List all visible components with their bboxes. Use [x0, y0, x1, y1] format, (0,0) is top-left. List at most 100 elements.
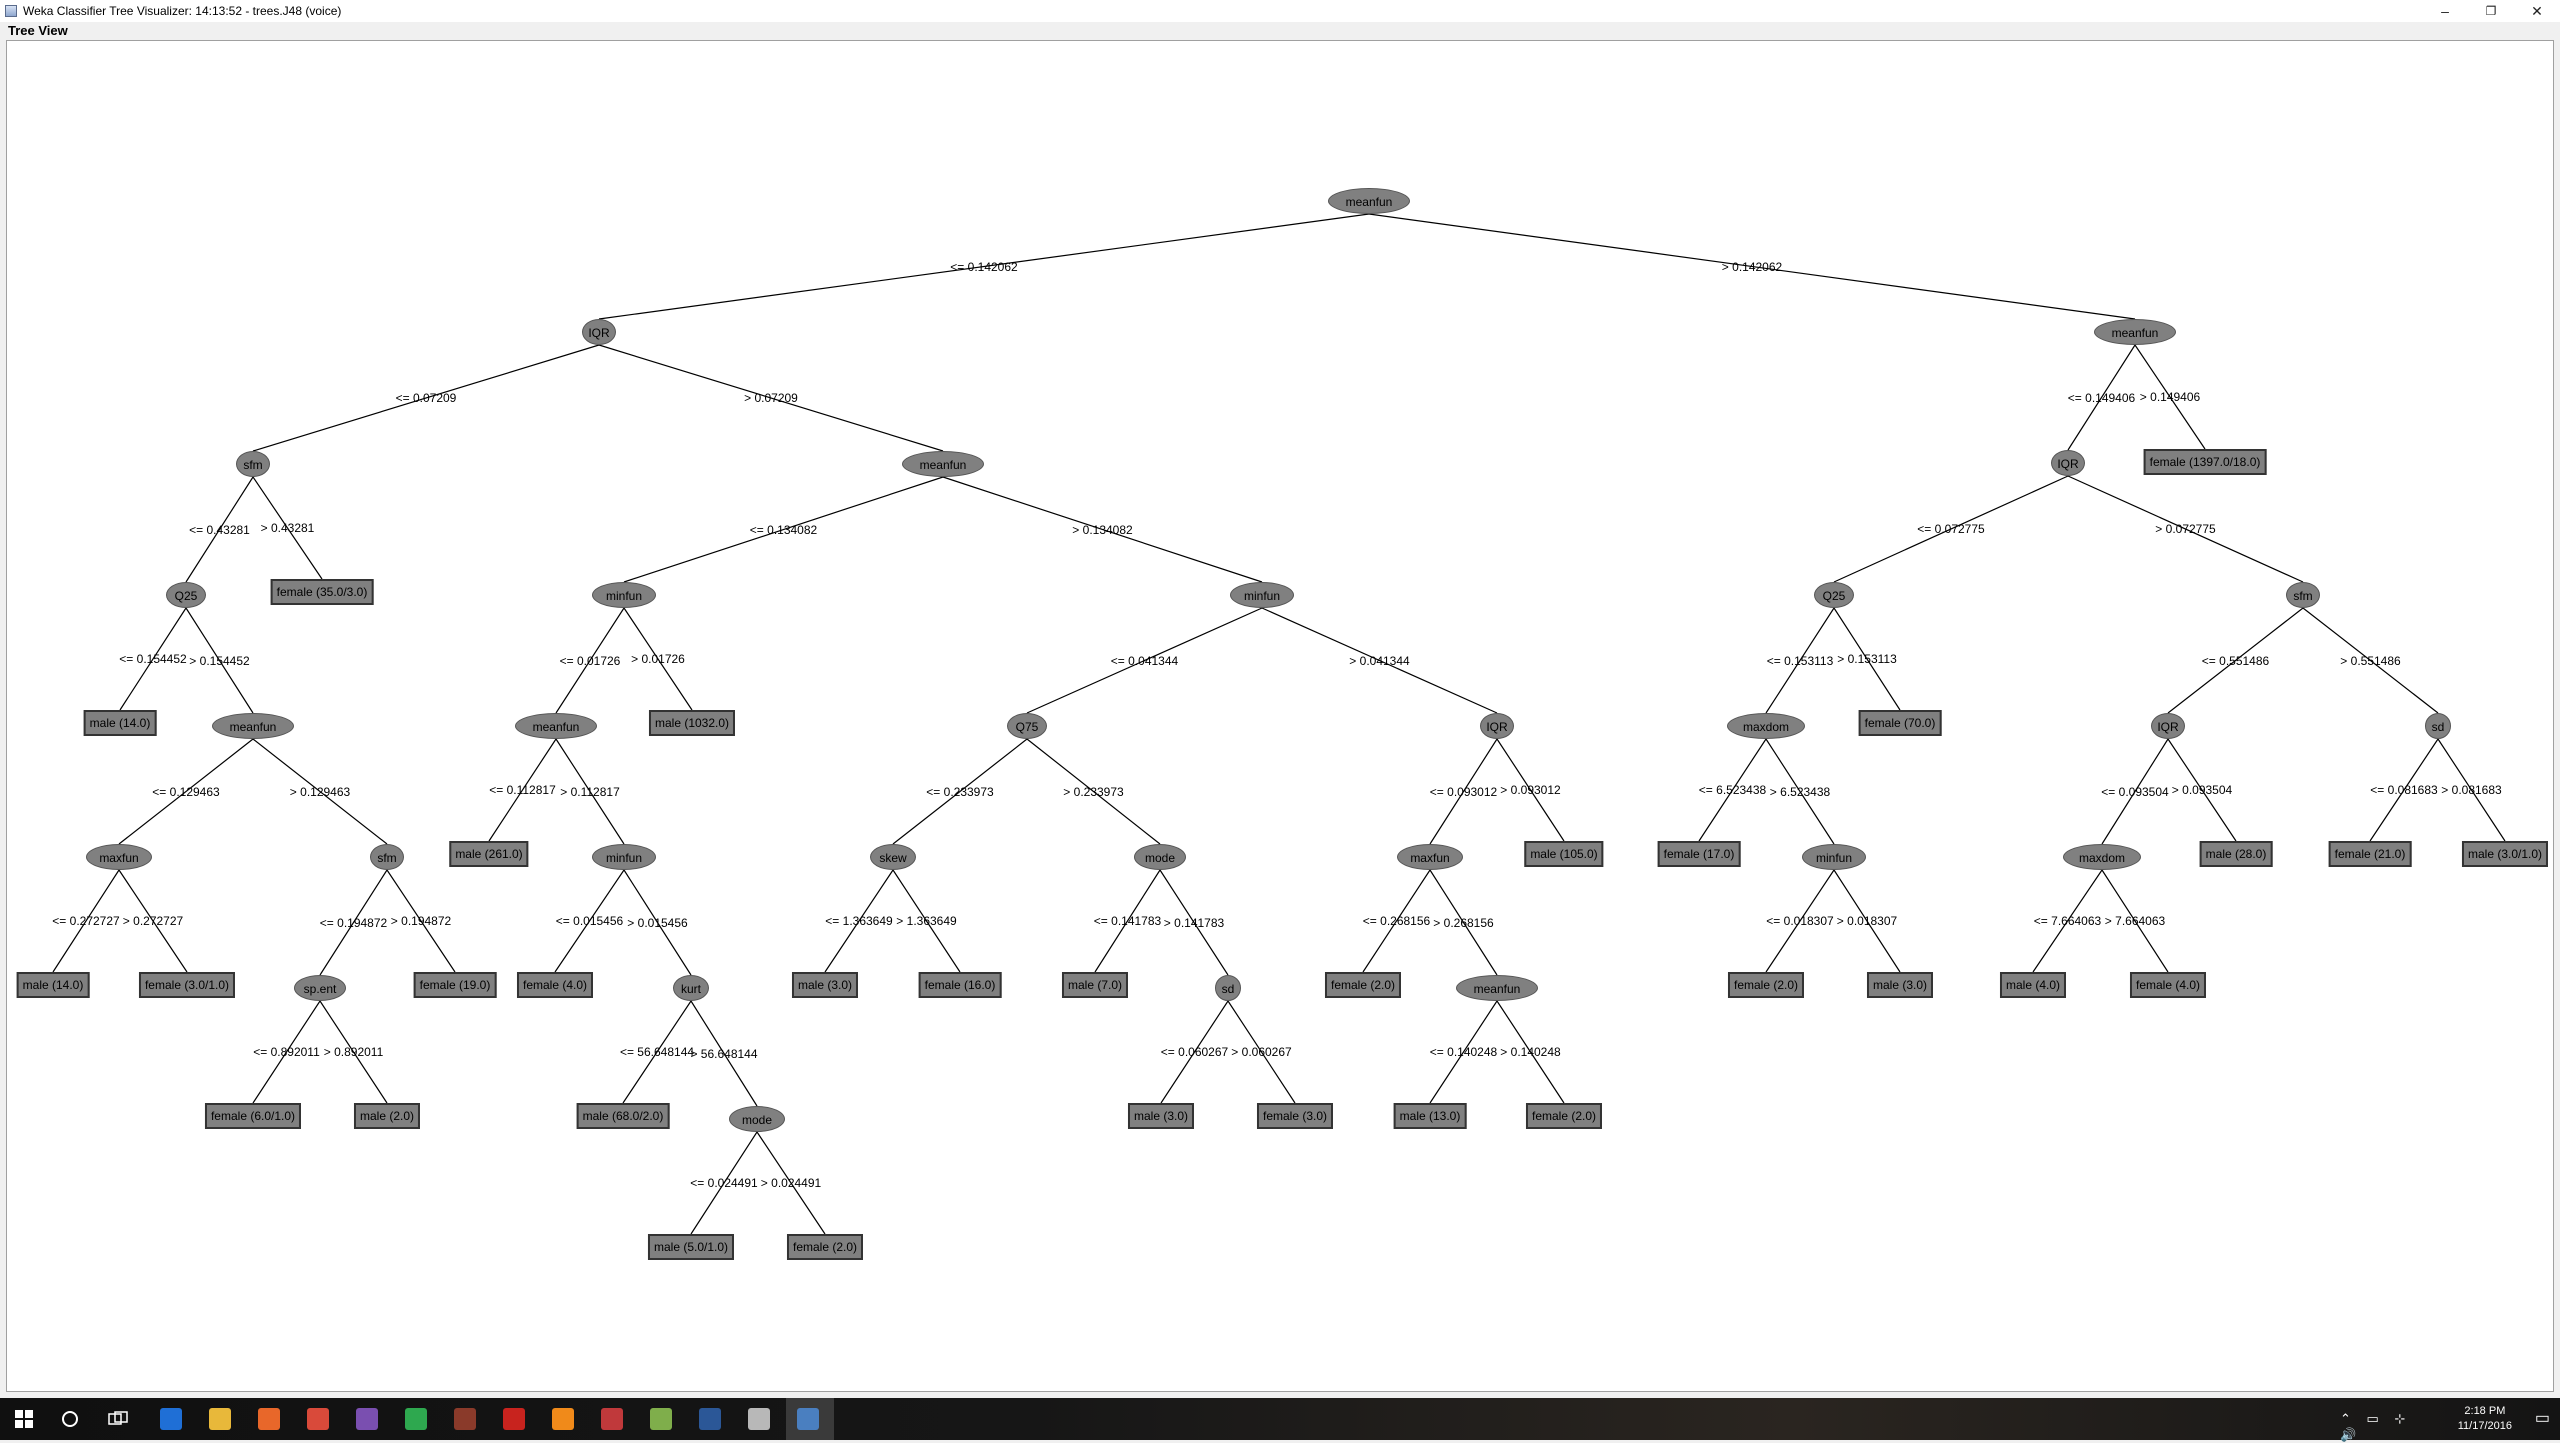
edge-label: <= 0.112817 — [489, 783, 556, 797]
split-node[interactable]: maxfun — [1397, 844, 1463, 870]
leaf-node[interactable]: male (2.0) — [353, 1103, 421, 1129]
leaf-node[interactable]: male (13.0) — [1393, 1103, 1467, 1129]
split-node[interactable]: minfun — [1230, 582, 1294, 608]
notification-icon[interactable]: ▭ — [2534, 1410, 2550, 1427]
split-node[interactable]: maxdom — [2063, 844, 2141, 870]
edge-label: <= 0.018307 — [1766, 914, 1834, 928]
split-node[interactable]: sfm — [2286, 582, 2320, 608]
game-icon[interactable] — [454, 1408, 476, 1430]
split-node[interactable]: sp.ent — [294, 975, 346, 1001]
split-node[interactable]: minfun — [592, 582, 656, 608]
leaf-node[interactable]: male (261.0) — [449, 841, 529, 867]
leaf-node[interactable]: female (35.0/3.0) — [270, 579, 374, 605]
leaf-node[interactable]: female (70.0) — [1858, 710, 1942, 736]
leaf-node[interactable]: female (1397.0/18.0) — [2143, 449, 2267, 475]
split-node[interactable]: mode — [1134, 844, 1186, 870]
weka-icon[interactable] — [797, 1408, 819, 1430]
leaf-node[interactable]: female (19.0) — [413, 972, 497, 998]
leaf-node[interactable]: female (3.0/1.0) — [138, 972, 236, 998]
split-node[interactable]: meanfun — [1328, 188, 1410, 214]
split-node[interactable]: Q25 — [1814, 582, 1854, 608]
leaf-node[interactable]: male (4.0) — [1999, 972, 2067, 998]
leaf-node[interactable]: female (17.0) — [1657, 841, 1741, 867]
split-node[interactable]: minfun — [1802, 844, 1866, 870]
split-node[interactable]: meanfun — [902, 451, 984, 477]
clock[interactable]: 2:18 PM 11/17/2016 — [2458, 1404, 2512, 1434]
tray-icons[interactable]: ⌃ ▭ ⊹ 🔊 — [2340, 1411, 2412, 1442]
split-node[interactable]: maxdom — [1727, 713, 1805, 739]
edge-label: <= 0.093504 — [2101, 784, 2169, 799]
leaf-node[interactable]: male (7.0) — [1061, 972, 1129, 998]
windows-start-icon[interactable] — [10, 1405, 38, 1433]
edge-label: > 0.141783 — [1163, 915, 1225, 930]
split-node[interactable]: sd — [2425, 713, 2451, 739]
leaf-node[interactable]: male (14.0) — [16, 972, 90, 998]
firefox-icon[interactable] — [258, 1408, 280, 1430]
split-node[interactable]: IQR — [2051, 450, 2085, 476]
edge-label: <= 0.892011 — [253, 1045, 320, 1059]
split-node[interactable]: Q25 — [166, 582, 206, 608]
leaf-node[interactable]: male (105.0) — [1524, 841, 1604, 867]
minimize-button[interactable]: – — [2441, 3, 2449, 19]
leaf-node[interactable]: male (1032.0) — [648, 710, 736, 736]
chrome-icon[interactable] — [307, 1408, 329, 1430]
acrobat-icon[interactable] — [503, 1408, 525, 1430]
app-red-icon[interactable] — [601, 1408, 623, 1430]
vlc-icon[interactable] — [552, 1408, 574, 1430]
leaf-node[interactable]: male (3.0) — [1127, 1103, 1195, 1129]
split-node[interactable]: IQR — [2151, 713, 2185, 739]
split-node[interactable]: skew — [870, 844, 916, 870]
leaf-node[interactable]: female (2.0) — [1525, 1103, 1603, 1129]
leaf-node[interactable]: male (3.0) — [1866, 972, 1934, 998]
window-title: Weka Classifier Tree Visualizer: 14:13:5… — [23, 4, 342, 18]
leaf-node[interactable]: female (21.0) — [2328, 841, 2412, 867]
spotify-icon[interactable] — [405, 1408, 427, 1430]
split-node[interactable]: IQR — [582, 319, 616, 345]
leaf-node[interactable]: female (2.0) — [786, 1234, 864, 1260]
leaf-node[interactable]: male (3.0/1.0) — [2461, 841, 2549, 867]
edge-icon[interactable] — [160, 1408, 182, 1430]
split-node[interactable]: sfm — [370, 844, 404, 870]
split-node[interactable]: maxfun — [86, 844, 152, 870]
edge-label: > 0.233973 — [1063, 784, 1124, 799]
split-node[interactable]: sd — [1215, 975, 1241, 1001]
edge-label: <= 0.060267 — [1160, 1045, 1229, 1059]
leaf-node[interactable]: male (3.0) — [791, 972, 859, 998]
maximize-button[interactable]: ❐ — [2485, 4, 2497, 18]
split-node[interactable]: Q75 — [1007, 713, 1047, 739]
split-node[interactable]: minfun — [592, 844, 656, 870]
close-button[interactable]: ✕ — [2531, 2, 2543, 19]
leaf-node[interactable]: male (5.0/1.0) — [647, 1234, 735, 1260]
split-node[interactable]: mode — [729, 1106, 785, 1132]
leaf-node[interactable]: female (4.0) — [516, 972, 594, 998]
leaf-node[interactable]: male (68.0/2.0) — [576, 1103, 670, 1129]
leaf-node[interactable]: female (16.0) — [918, 972, 1002, 998]
edge-label: <= 0.093012 — [1429, 784, 1498, 799]
leaf-node[interactable]: male (14.0) — [83, 710, 157, 736]
split-node[interactable]: kurt — [673, 975, 709, 1001]
task-view-icon[interactable] — [104, 1405, 132, 1433]
notepad-icon[interactable] — [650, 1408, 672, 1430]
edge-label: > 0.015456 — [627, 915, 688, 930]
leaf-node[interactable]: female (2.0) — [1324, 972, 1402, 998]
word-icon[interactable] — [699, 1408, 721, 1430]
edge-label: <= 6.523438 — [1698, 783, 1767, 797]
split-node[interactable]: meanfun — [212, 713, 294, 739]
file-explorer-icon[interactable] — [209, 1408, 231, 1430]
split-node[interactable]: sfm — [236, 451, 270, 477]
split-node[interactable]: meanfun — [1456, 975, 1538, 1001]
leaf-node[interactable]: female (3.0) — [1256, 1103, 1334, 1129]
tor-browser-icon[interactable] — [356, 1408, 378, 1430]
leaf-node[interactable]: male (28.0) — [2199, 841, 2273, 867]
taskbar: ⌃ ▭ ⊹ 🔊 2:18 PM 11/17/2016 ▭ — [0, 1398, 2560, 1442]
folder-icon[interactable] — [748, 1408, 770, 1430]
system-tray: ⌃ ▭ ⊹ 🔊 2:18 PM 11/17/2016 ▭ — [2340, 1398, 2560, 1442]
edge-label: > 1.363649 — [896, 914, 957, 928]
cortana-search-icon[interactable] — [56, 1405, 84, 1433]
split-node[interactable]: meanfun — [2094, 319, 2176, 345]
split-node[interactable]: meanfun — [515, 713, 597, 739]
leaf-node[interactable]: female (2.0) — [1727, 972, 1805, 998]
leaf-node[interactable]: female (4.0) — [2129, 972, 2207, 998]
leaf-node[interactable]: female (6.0/1.0) — [204, 1103, 302, 1129]
split-node[interactable]: IQR — [1480, 713, 1514, 739]
